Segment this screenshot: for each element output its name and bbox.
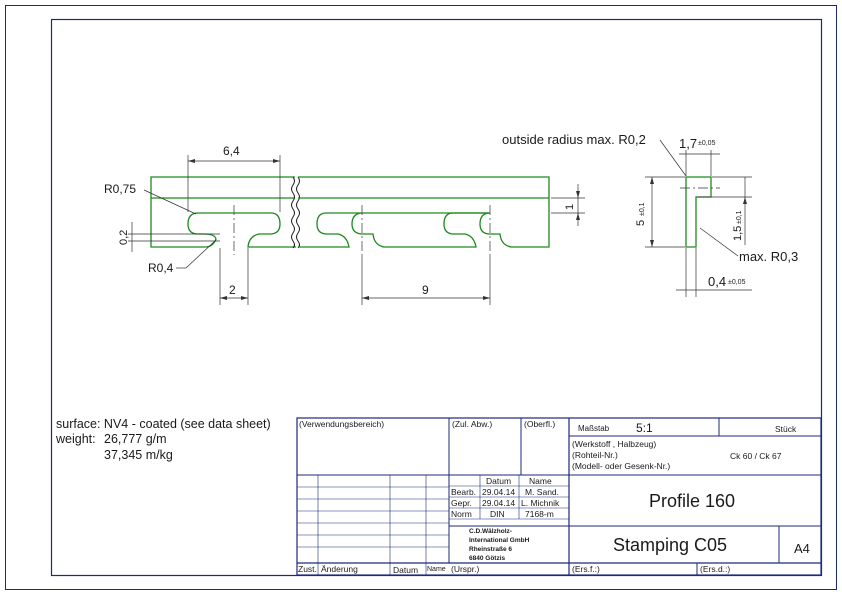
ersd-label: (Ers.d.:)	[700, 564, 730, 574]
name-header: Name	[529, 476, 552, 486]
zust-label: Zust.	[298, 564, 317, 574]
werkstoff-label: (Werkstoff , Halbzeug)	[572, 439, 656, 449]
side-dimensions	[645, 139, 752, 297]
dim-r0-4: R0,4	[148, 261, 174, 275]
company-line-2: International GmbH	[469, 537, 530, 544]
weight-gm: 26,777 g/m	[104, 432, 167, 446]
weight-label: weight:	[55, 432, 96, 446]
rohteil-label: (Rohteil-Nr.)	[572, 450, 618, 460]
front-dimensions	[128, 155, 585, 305]
massstab-value: 5:1	[636, 421, 653, 435]
max-r0-3-label: max. R0,3	[739, 249, 798, 264]
gepr-label: Gepr.	[451, 498, 472, 508]
dim-1-7: 1,7	[679, 136, 697, 151]
aenderung-label: Änderung	[321, 564, 358, 574]
weight-mkg: 37,345 m/kg	[104, 448, 173, 462]
norm-name: 7168-m	[525, 509, 554, 519]
front-view	[150, 176, 550, 255]
ersf-label: (Ers.f.:)	[572, 564, 600, 574]
dim-2: 2	[229, 283, 236, 297]
company-line-3: Rheinstraße 6	[469, 546, 512, 553]
bearb-label: Bearb.	[451, 487, 476, 497]
surface-note: surface: NV4 - coated (see data sheet)	[56, 417, 271, 431]
dim-0-4-tol: ±0,05	[728, 279, 746, 286]
verwendungsbereich: (Verwendungsbereich)	[299, 419, 384, 429]
bearb-datum: 29.04.14	[482, 487, 515, 497]
drawing-subtitle: Stamping C05	[613, 535, 727, 555]
dim-0-4: 0,4	[708, 274, 726, 289]
modell-label: (Modell- oder Gesenk-Nr.)	[572, 461, 670, 471]
gepr-name: L. Michnik	[521, 498, 560, 508]
dim-9: 9	[422, 283, 429, 297]
company-line-1: C.D.Wälzholz-	[469, 528, 512, 535]
dim-5: 5	[635, 220, 647, 226]
stueck-label: Stück	[775, 424, 797, 434]
datum-label: Datum	[393, 565, 418, 575]
zul-abw: (Zul. Abw.)	[452, 419, 492, 429]
dim-1: 1	[564, 204, 576, 210]
dim-1-7-tol: ±0,05	[698, 140, 716, 147]
dim-1-5-tol: ±0,1	[736, 210, 743, 224]
massstab-label: Maßstab	[578, 424, 610, 433]
company-line-4: 6840 Götzis	[469, 555, 506, 562]
oberfl: (Oberfl.)	[524, 419, 555, 429]
title-block-lines	[296, 417, 822, 576]
norm-label: Norm	[451, 509, 472, 519]
side-view	[680, 176, 720, 248]
bearb-name: M. Sand.	[525, 487, 559, 497]
dim-0-2: 0,2	[118, 230, 130, 245]
dim-5-tol: ±0,1	[639, 202, 646, 216]
drawing-title: Profile 160	[649, 491, 735, 511]
material-value: Ck 60 / Ck 67	[730, 451, 782, 461]
dim-6-4: 6,4	[223, 144, 240, 158]
datum-header: Datum	[486, 476, 511, 486]
gepr-datum: 29.04.14	[482, 498, 515, 508]
format-label: A4	[794, 541, 810, 556]
outer-frame	[5, 5, 837, 590]
name-label: Name	[427, 566, 446, 573]
dim-r0-75: R0,75	[104, 182, 136, 196]
outside-radius-label: outside radius max. R0,2	[502, 132, 646, 147]
urspr-label: (Urspr.)	[451, 564, 480, 574]
dim-1-5: 1,5	[732, 226, 744, 241]
norm-datum: DIN	[490, 509, 505, 519]
